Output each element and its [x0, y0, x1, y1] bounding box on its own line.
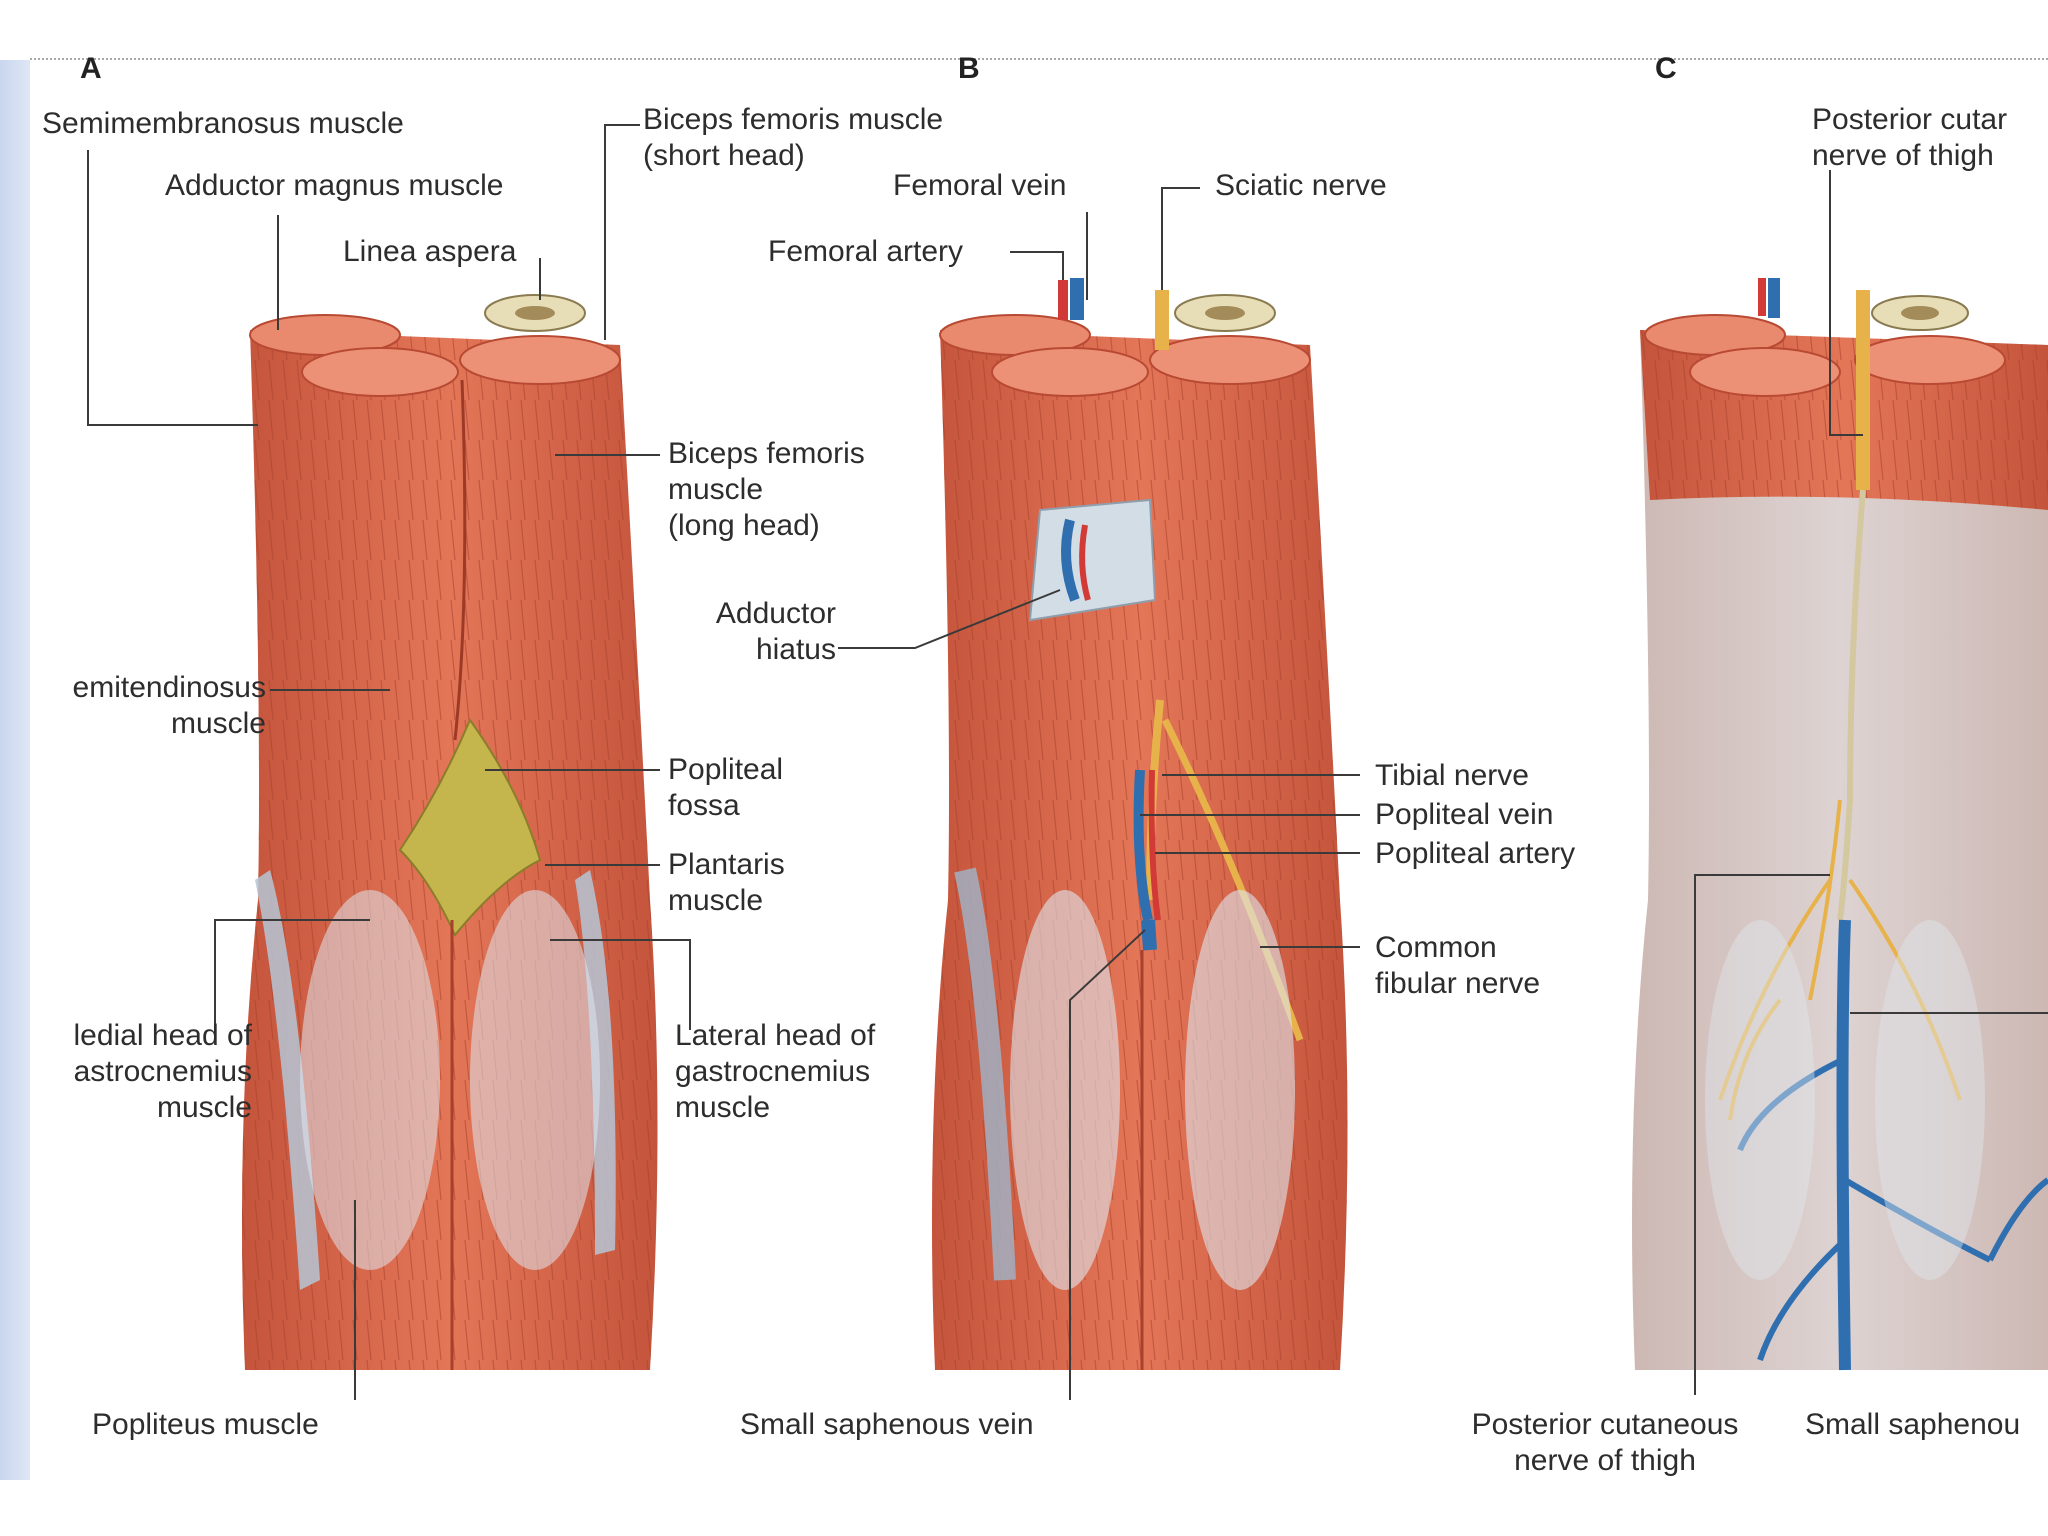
panel-b-muscle-cut-2: [991, 347, 1149, 397]
panel-b-femoral-artery-stub: [1058, 280, 1068, 320]
label-plantaris: Plantaris muscle: [668, 848, 785, 917]
panel-a-medial-tendon: [255, 870, 320, 1290]
label-adductor-hiatus: Adductor hiatus: [715, 597, 836, 666]
top-divider: [30, 58, 2048, 60]
panel-letter-c: C: [1655, 52, 1677, 85]
label-semitendinosus: emitendinosus muscle: [72, 671, 266, 740]
panel-b-popliteal-vein: [1133, 769, 1153, 922]
panel-b-femoral-vein-stub: [1070, 278, 1084, 320]
label-sciatic-nerve: Sciatic nerve: [1215, 169, 1387, 202]
panel-c-small-saphenous-vein: [1836, 919, 1851, 1371]
label-tibial-nerve: Tibial nerve: [1375, 759, 1529, 792]
panel-a-muscle-cut-2: [301, 347, 459, 397]
panel-c-nerve-stub: [1856, 290, 1870, 490]
label-popliteus: Popliteus muscle: [92, 1408, 319, 1441]
label-biceps-long-head: Biceps femoris muscle (long head): [668, 437, 865, 542]
panel-a-lateral-gastrocnemius-head: [470, 890, 600, 1270]
panel-b-medial-gastrocnemius-head: [1010, 890, 1120, 1290]
panel-b-sciatic-nerve-stub: [1155, 290, 1169, 350]
label-small-saphenous-c: Small saphenou: [1805, 1408, 2021, 1441]
label-common-fibular-nerve: Common fibular nerve: [1375, 931, 1541, 1000]
label-small-saphenous-vein-b: Small saphenous vein: [740, 1408, 1034, 1441]
label-popliteal-vein: Popliteal vein: [1375, 798, 1554, 831]
label-semimembranosus: Semimembranosus muscle: [42, 107, 404, 140]
panel-c-muscle-cut-2: [1689, 347, 1841, 397]
panel-letter-b: B: [958, 52, 980, 85]
panel-letter-a: A: [80, 52, 102, 85]
panel-c-muscle-cut-3: [1854, 335, 2006, 385]
label-adductor-magnus: Adductor magnus muscle: [165, 169, 504, 202]
label-biceps-short-head: Biceps femoris muscle (short head): [643, 103, 944, 172]
panel-b-adductor-hiatus: [1028, 498, 1157, 622]
label-femoral-vein: Femoral vein: [893, 169, 1067, 202]
leader-lines: [87, 124, 2048, 1400]
label-posterior-cutaneous-bottom: Posterior cutaneous nerve of thigh: [1471, 1408, 1739, 1477]
panel-c-illustration: [1631, 278, 2048, 1371]
label-posterior-cutaneous-top: Posterior cutar nerve of thigh: [1812, 103, 2008, 172]
label-popliteal-artery: Popliteal artery: [1375, 837, 1576, 870]
panel-a-illustration: [241, 294, 658, 1370]
label-lateral-gastrocnemius: Lateral head of gastrocnemius muscle: [675, 1019, 876, 1124]
panel-b-popliteal-artery: [1148, 769, 1161, 921]
panel-b-illustration: [931, 278, 1348, 1370]
label-medial-gastrocnemius: ledial head of astrocnemius muscle: [73, 1019, 252, 1124]
panel-b-small-saphenous-vein: [1141, 919, 1157, 951]
label-popliteal-fossa: Popliteal fossa: [668, 753, 784, 822]
panel-a-popliteal-fossa: [398, 717, 542, 937]
window-edge: [0, 60, 30, 1480]
panel-c-skin: [1631, 330, 2048, 1370]
panel-a-medial-gastrocnemius-head: [300, 890, 440, 1270]
panel-a-muscle-cut-3: [459, 335, 621, 385]
label-linea-aspera: Linea aspera: [343, 235, 517, 268]
panel-c-posterior-cutaneous-nerve: [1837, 489, 1866, 921]
panel-b-lateral-gastrocnemius-head: [1185, 890, 1295, 1290]
label-femoral-artery: Femoral artery: [768, 235, 964, 268]
panel-b-muscle-cut-3: [1149, 335, 1311, 385]
